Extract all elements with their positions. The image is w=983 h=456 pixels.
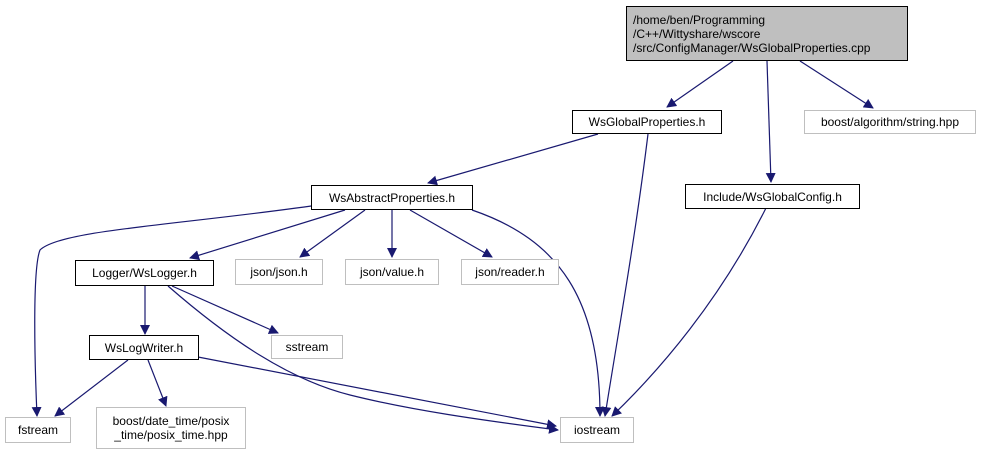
edge-wsglobalconfig-to-iostream <box>611 207 767 417</box>
boost-posix-line-2: _time/posix_time.hpp <box>114 428 228 442</box>
node-sstream[interactable]: sstream <box>271 335 343 359</box>
edge-wsglobalproperties-to-wsabstractproperties <box>427 133 599 186</box>
node-include-wsglobalconfig-h[interactable]: Include/WsGlobalConfig.h <box>685 184 860 209</box>
node-fstream[interactable]: fstream <box>5 417 71 443</box>
edge-wsglobalproperties-to-iostream <box>601 133 649 417</box>
node-root-wsglobalproperties-cpp[interactable]: /home/ben/Programming /C++/Wittyshare/ws… <box>626 6 908 61</box>
edge-wslogwriter-to-iostream <box>197 356 557 430</box>
root-path-line-1: /home/ben/Programming <box>633 12 766 27</box>
edge-wslogger-to-iostream <box>167 285 559 434</box>
edge-wsabstract-to-json-json <box>299 209 366 258</box>
node-json-json-h[interactable]: json/json.h <box>235 259 323 285</box>
edge-root-to-wsglobalconfig <box>765 60 776 183</box>
edge-root-to-boost-string <box>799 60 874 109</box>
node-wsabstractproperties-h[interactable]: WsAbstractProperties.h <box>311 185 473 210</box>
root-path-line-2: /C++/Wittyshare/wscore <box>633 26 761 41</box>
root-path-line-3: /src/ConfigManager/WsGlobalProperties.cp… <box>633 40 871 55</box>
node-wsglobalproperties-h[interactable]: WsGlobalProperties.h <box>572 110 722 134</box>
edge-wsabstract-to-fstream <box>31 204 319 417</box>
edge-wsabstract-to-json-reader <box>409 209 493 258</box>
node-logger-wslogger-h[interactable]: Logger/WsLogger.h <box>75 260 214 286</box>
node-json-reader-h[interactable]: json/reader.h <box>461 259 559 285</box>
edge-wsabstract-to-wslogger <box>189 209 346 261</box>
edge-wslogger-to-sstream <box>171 285 279 334</box>
node-iostream[interactable]: iostream <box>560 417 634 443</box>
edge-wslogwriter-to-fstream <box>54 359 129 417</box>
node-boost-date-time-posix-time[interactable]: boost/date_time/posix _time/posix_time.h… <box>96 407 246 449</box>
node-wslogwriter-h[interactable]: WsLogWriter.h <box>89 335 199 360</box>
edge-wslogwriter-to-boost-posix <box>147 359 168 407</box>
node-json-value-h[interactable]: json/value.h <box>345 259 439 285</box>
boost-posix-line-1: boost/date_time/posix <box>112 414 230 428</box>
edge-wsabstract-to-iostream <box>471 209 605 417</box>
node-boost-algorithm-string[interactable]: boost/algorithm/string.hpp <box>804 110 976 134</box>
edge-root-to-wsglobalproperties <box>666 60 734 108</box>
